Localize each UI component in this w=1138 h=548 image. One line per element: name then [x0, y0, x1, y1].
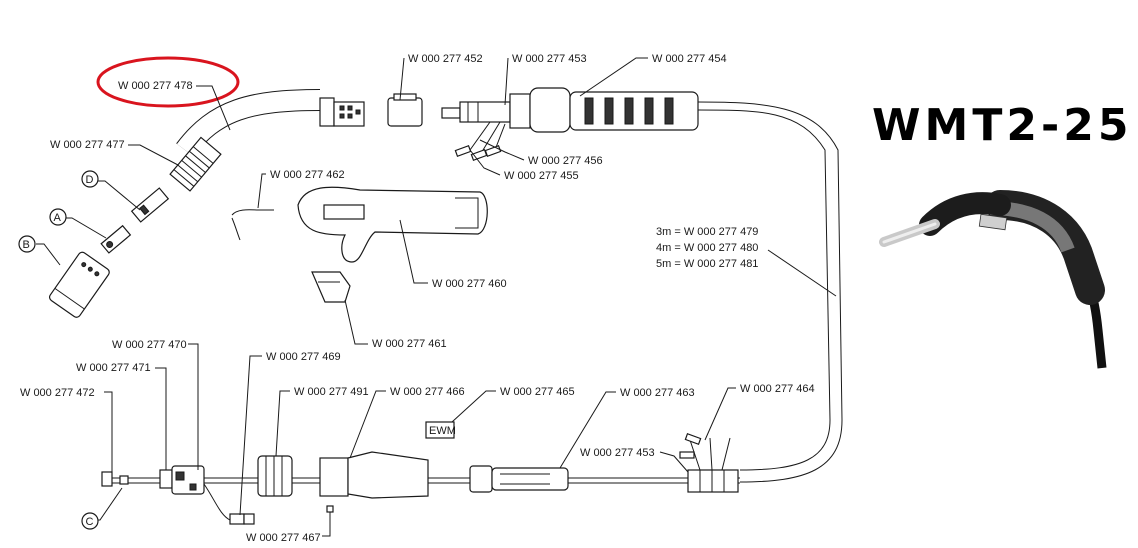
callout-470: W 000 277 470 [112, 339, 187, 351]
callout-456: W 000 277 456 [528, 155, 603, 167]
callout-463: W 000 277 463 [620, 387, 695, 399]
letter-a: A [54, 212, 62, 224]
letter-d: D [86, 174, 94, 186]
letter-c-marker: C [81, 512, 99, 530]
highlight-ellipse [96, 56, 240, 108]
callout-462: W 000 277 462 [270, 169, 345, 181]
callout-453-bottom: W 000 277 453 [580, 447, 655, 459]
leader-lines [36, 57, 837, 537]
callout-454: W 000 277 454 [652, 53, 727, 65]
letter-a-marker: A [49, 208, 67, 226]
callout-455: W 000 277 455 [504, 170, 579, 182]
callout-471: W 000 277 471 [76, 362, 151, 374]
callout-477: W 000 277 477 [50, 139, 125, 151]
callout-472: W 000 277 472 [20, 387, 95, 399]
callout-453-top: W 000 277 453 [512, 53, 587, 65]
handle-454 [509, 87, 699, 133]
callout-cable-3m: 3m = W 000 277 479 [656, 226, 758, 238]
letter-b: B [23, 239, 30, 251]
callout-460: W 000 277 460 [432, 278, 507, 290]
bottom-assembly: EWM [101, 421, 740, 525]
callout-478: W 000 277 478 [118, 80, 193, 92]
sticker-text: EWM [429, 425, 456, 437]
wires-455-456 [454, 121, 506, 161]
callout-cable-5m: 5m = W 000 277 481 [656, 258, 758, 270]
callout-452: W 000 277 452 [408, 53, 483, 65]
callout-464: W 000 277 464 [740, 383, 815, 395]
cable-assembly [697, 109, 831, 471]
model-title: WMT2-25 [872, 100, 1132, 151]
handle-shell-460 [297, 186, 488, 263]
callout-491: W 000 277 491 [294, 386, 369, 398]
trigger-461 [311, 271, 351, 303]
letter-d-marker: D [81, 170, 99, 188]
part-b [48, 251, 110, 318]
callout-461: W 000 277 461 [372, 338, 447, 350]
torch-photo [879, 190, 1107, 369]
torch-neck-assembly [169, 89, 365, 192]
part-453-top [441, 101, 511, 123]
part-a [100, 224, 132, 254]
letter-b-marker: B [18, 235, 36, 253]
letter-c: C [86, 516, 94, 528]
callout-467: W 000 277 467 [246, 532, 321, 544]
callout-465: W 000 277 465 [500, 386, 575, 398]
callout-466: W 000 277 466 [390, 386, 465, 398]
part-d [130, 187, 170, 223]
callout-469: W 000 277 469 [266, 351, 341, 363]
spring-462 [231, 209, 274, 241]
callout-cable-4m: 4m = W 000 277 480 [656, 242, 758, 254]
part-452 [387, 93, 423, 127]
